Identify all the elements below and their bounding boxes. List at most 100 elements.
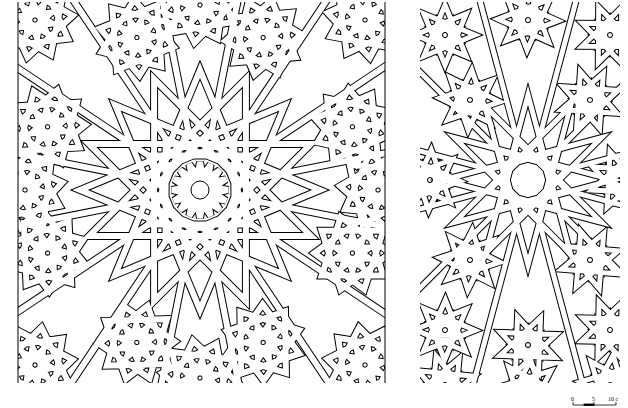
strap-line [246, 20, 281, 56]
strap-line [119, 20, 155, 55]
strap-line [576, 86, 604, 114]
strap-line [314, 217, 385, 289]
strap-line [335, 109, 371, 144]
strap-line [18, 152, 62, 227]
strap-line [246, 20, 281, 56]
strap-line [420, 150, 460, 210]
strap-line [162, 341, 237, 383]
strap-line [182, 360, 217, 383]
panel-border [18, 2, 19, 383]
strap-line [582, 7, 620, 63]
strap-line [245, 325, 281, 359]
strap-line [431, 371, 459, 383]
strap-line [515, 7, 541, 33]
strap-line [420, 300, 475, 360]
strap-line [420, 5, 475, 65]
strap-line [498, 360, 558, 383]
strap-line [30, 109, 65, 145]
strap-line [182, 2, 218, 23]
strap-line [515, 377, 542, 383]
strap-line [347, 347, 383, 383]
panel-border [385, 2, 386, 383]
strap-line [18, 172, 43, 207]
scale-label: 5 [592, 396, 595, 403]
strap-line [562, 72, 619, 129]
strap-line [580, 355, 620, 383]
strapwork-fill [420, 2, 620, 383]
strap-line [457, 87, 483, 113]
strap-line [335, 235, 369, 271]
strap-line [18, 347, 53, 383]
strap-line [596, 316, 620, 344]
strap-line [172, 162, 228, 218]
strap-line [120, 324, 155, 360]
strap-line [347, 2, 383, 37]
strap-line [139, 129, 261, 251]
scale-bar [573, 402, 616, 406]
strap-line [580, 355, 620, 383]
strap-line [596, 316, 620, 344]
strap-line [420, 167, 443, 193]
strap-line [18, 2, 53, 38]
strap-line [432, 317, 458, 343]
strap-line [227, 304, 300, 380]
strap-line [582, 302, 620, 358]
strap-line [576, 246, 604, 274]
strap-line [335, 235, 369, 271]
strap-line [182, 2, 218, 23]
strap-line [562, 232, 619, 289]
strap-line [596, 21, 620, 49]
strapwork-outline [420, 2, 620, 383]
strap-line [18, 347, 53, 383]
strap-line [420, 356, 474, 383]
strap-line [498, 2, 558, 50]
strap-line [18, 215, 84, 291]
strap-line [119, 20, 155, 55]
strap-line [420, 190, 489, 242]
strap-line [245, 325, 281, 359]
strap-line [440, 70, 500, 130]
strap-line [597, 372, 620, 383]
strap-line [335, 109, 371, 144]
strap-line [18, 328, 73, 383]
strap-line [139, 129, 261, 251]
strap-line [18, 172, 43, 207]
strap-line [30, 236, 66, 271]
strap-line [489, 141, 566, 218]
strapwork-fill [18, 2, 385, 383]
strap-line [120, 324, 155, 360]
strap-line [18, 328, 73, 383]
strap-line [18, 215, 84, 291]
strap-line [80, 70, 320, 310]
strap-line [328, 328, 386, 384]
strap-line [440, 230, 500, 290]
strap-line [420, 118, 489, 170]
strap-line [162, 341, 237, 383]
strap-line [172, 162, 228, 218]
strap-line [30, 109, 65, 145]
strap-line [347, 347, 383, 383]
strap-line [582, 302, 620, 358]
strap-line [432, 22, 458, 48]
strap-line [514, 331, 542, 359]
strap-line [225, 2, 301, 75]
strap-line [440, 70, 500, 130]
strap-line [596, 21, 620, 49]
strap-line [420, 5, 475, 65]
strap-line [30, 236, 66, 271]
strap-line [18, 2, 73, 57]
strap-line [489, 141, 566, 218]
strap-line [562, 72, 619, 129]
strap-line [314, 217, 385, 289]
strap-line [340, 153, 385, 227]
strap-line [440, 230, 500, 290]
strap-line [457, 247, 484, 274]
strap-line [99, 306, 175, 379]
strap-line [340, 153, 385, 227]
strap-line [328, 2, 385, 58]
strap-line [328, 328, 386, 384]
strap-line [592, 152, 620, 209]
strap-line [498, 360, 558, 383]
strap-line [576, 246, 604, 274]
